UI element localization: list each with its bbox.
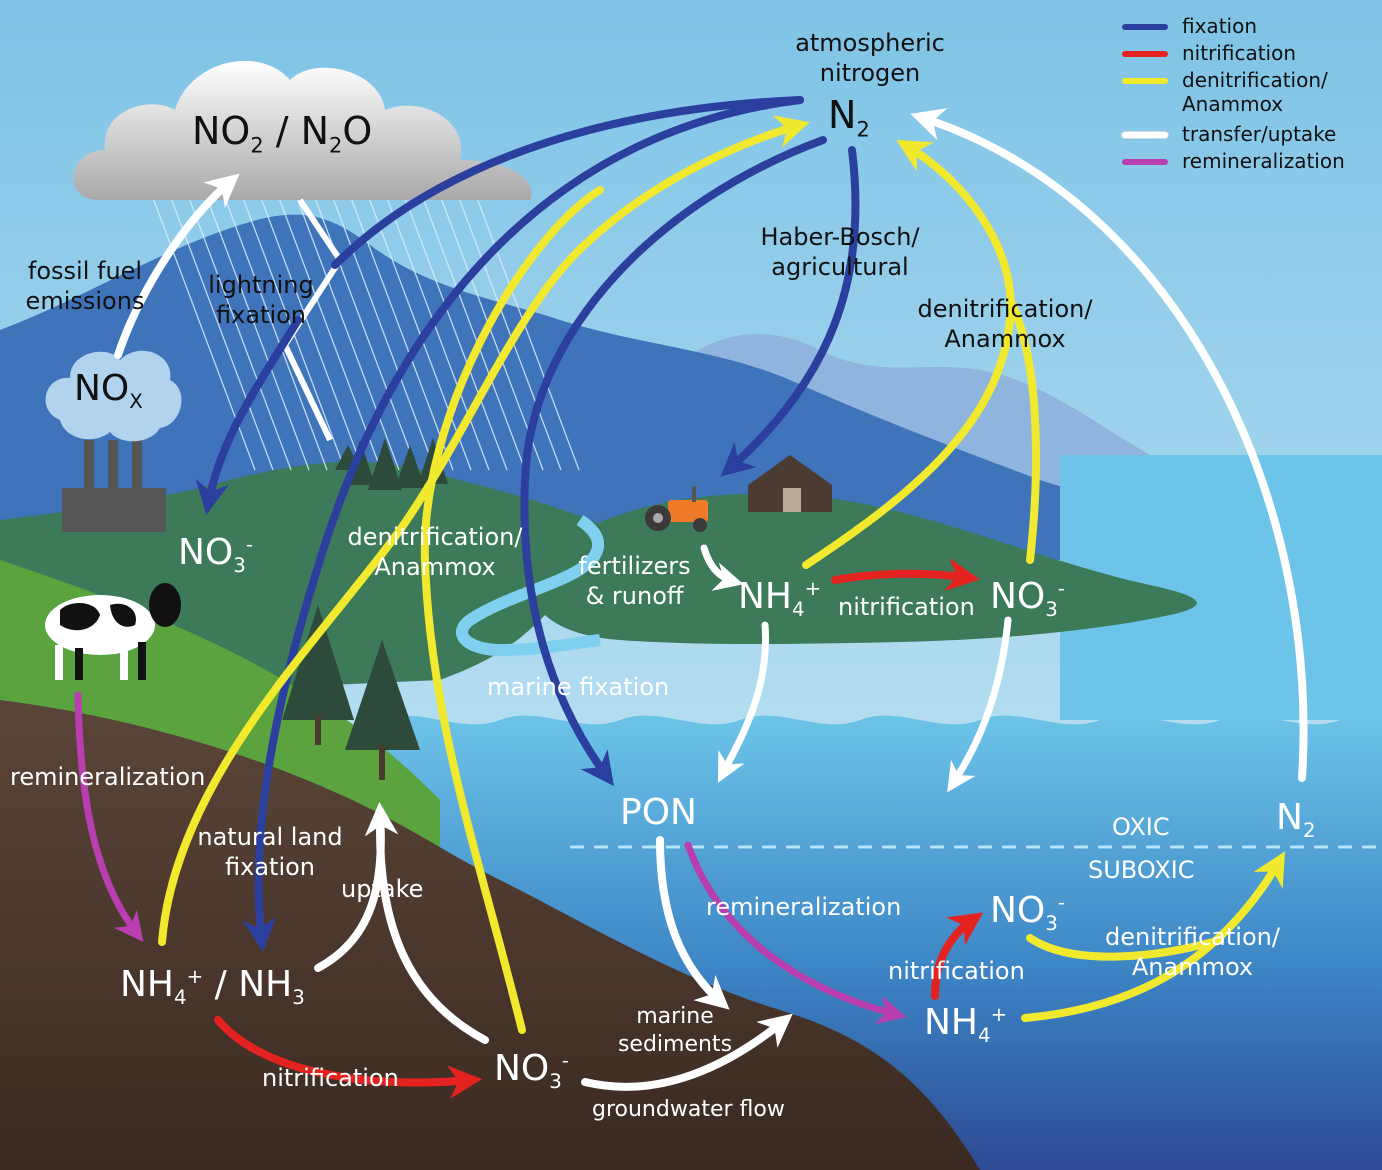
pon-label: PON xyxy=(620,792,697,833)
arrow-island-nitrification xyxy=(831,557,980,592)
fertilizers-runoff-label: fertilizers & runoff xyxy=(578,552,691,610)
nitrification-island-label: nitrification xyxy=(838,593,975,621)
no3-land-label: NO3- xyxy=(178,532,253,578)
tractor xyxy=(645,486,708,532)
denitrification-ocean-label: denitrification/ Anammox xyxy=(1105,923,1280,981)
nox-label: NOX xyxy=(74,368,143,414)
arrow-pon-to-sediments xyxy=(656,836,730,1010)
remineralization-ocean-label: remineralization xyxy=(706,893,902,921)
label-nitrogen: nitrogen xyxy=(819,59,921,87)
fossil-fuel-emissions-label: fossil fuel emissions xyxy=(25,257,145,315)
barn xyxy=(748,455,832,512)
storm-cloud xyxy=(73,60,532,200)
arrows xyxy=(74,96,1308,1099)
arrow-ocean-n2-to-atmosphere xyxy=(910,108,1308,782)
nh4-ocean-label: NH4+ xyxy=(924,1002,1008,1048)
factory xyxy=(62,440,166,532)
arrow-fertilizer-runoff xyxy=(700,544,744,591)
marine-fixation-label: marine fixation xyxy=(487,673,670,701)
arrow-island-no3-to-ocean xyxy=(947,616,1012,793)
n2-atmosphere: N2 xyxy=(828,93,870,142)
legend-item-denitrification: denitrification/ Anammox xyxy=(1122,68,1345,122)
arrow-ocean-no3-denitrification xyxy=(1026,934,1224,961)
lightning-bolt xyxy=(281,198,344,442)
no3-soil-label: NO3- xyxy=(494,1048,569,1094)
n2-ocean-label: N2 xyxy=(1276,797,1316,843)
arrow-natural-land-fixation xyxy=(242,96,804,953)
uptake-label: uptake xyxy=(341,875,424,903)
lightning-fixation-label: lightning fixation xyxy=(208,271,314,329)
arrow-fossil-fuel-emissions xyxy=(114,173,240,359)
arrow-ocean-nitrification xyxy=(931,912,984,1000)
suboxic-label: SUBOXIC xyxy=(1088,856,1195,884)
arrow-marine-fixation xyxy=(520,136,827,787)
atmospheric-nitrogen-label: atmospheric nitrogen xyxy=(790,28,950,88)
legend-swatch xyxy=(1122,132,1168,138)
arrow-lightning-fixation xyxy=(195,316,302,515)
nitrification-soil-label: nitrification xyxy=(262,1064,399,1092)
legend-item-remineralization: remineralization xyxy=(1122,149,1345,176)
no3-ocean-label: NO3- xyxy=(990,890,1065,936)
legend-label: transfer/uptake xyxy=(1182,122,1337,146)
label-atmospheric: atmospheric xyxy=(795,29,945,57)
legend-swatch xyxy=(1122,159,1168,165)
nh4-nh3-soil-label: NH4+ / NH3 xyxy=(120,964,305,1010)
arrow-land-remineralization xyxy=(74,691,144,942)
legend-label: denitrification/ Anammox xyxy=(1182,68,1328,116)
nitrification-ocean-label: nitrification xyxy=(888,957,1025,985)
arrow-no3-soil-denitrification xyxy=(420,186,604,1034)
arrow-ocean-remineralization xyxy=(684,841,907,1025)
arrow-uptake-nitrate xyxy=(376,826,489,1044)
arrow-island-no3-denitrification xyxy=(1006,296,1040,564)
remineralization-land-label: remineralization xyxy=(10,763,206,791)
no3-island-label: NO3- xyxy=(990,576,1065,622)
forest-trees xyxy=(282,605,420,780)
legend-label: remineralization xyxy=(1182,149,1345,173)
arrow-haber-bosch xyxy=(720,146,860,477)
legend-label: fixation xyxy=(1182,14,1257,38)
arrow-groundwater-flow xyxy=(581,1013,793,1091)
legend-item-fixation: fixation xyxy=(1122,14,1345,41)
arrow-lightning-to-n2 xyxy=(331,96,804,269)
marine-sediments-label: marine sediments xyxy=(617,1004,733,1057)
legend-swatch xyxy=(1122,51,1168,57)
legend-item-transfer-uptake: transfer/uptake xyxy=(1122,122,1345,149)
legend: fixation nitrification denitrification/ … xyxy=(1122,14,1345,176)
oxic-label: OXIC xyxy=(1112,813,1170,841)
legend-swatch xyxy=(1122,24,1168,30)
haber-bosch-label: Haber-Bosch/ agricultural xyxy=(760,223,920,281)
nh4-island-label: NH4+ xyxy=(738,576,822,622)
arrow-soil-nitrification xyxy=(214,1016,483,1099)
legend-item-nitrification: nitrification xyxy=(1122,41,1345,68)
nox-smoke xyxy=(45,350,182,442)
natural-land-fixation-label: natural land fixation xyxy=(197,823,343,881)
arrow-island-nh4-anammox xyxy=(802,139,1015,569)
arrow-soil-denitrification xyxy=(158,115,810,946)
cow xyxy=(45,583,181,680)
river xyxy=(456,515,605,657)
denitrification-mid-label: denitrification/ Anammox xyxy=(347,523,523,581)
legend-label: nitrification xyxy=(1182,41,1297,65)
arrow-island-nh4-to-pon xyxy=(717,621,770,783)
legend-swatch xyxy=(1122,78,1168,84)
cloud-no2-n2o: NO2 / N2O xyxy=(192,109,373,158)
arrow-ocean-nh4-anammox xyxy=(1021,851,1286,1022)
groundwater-flow-label: groundwater flow xyxy=(592,1097,785,1122)
denitrification-right-label: denitrification/ Anammox xyxy=(917,295,1093,353)
